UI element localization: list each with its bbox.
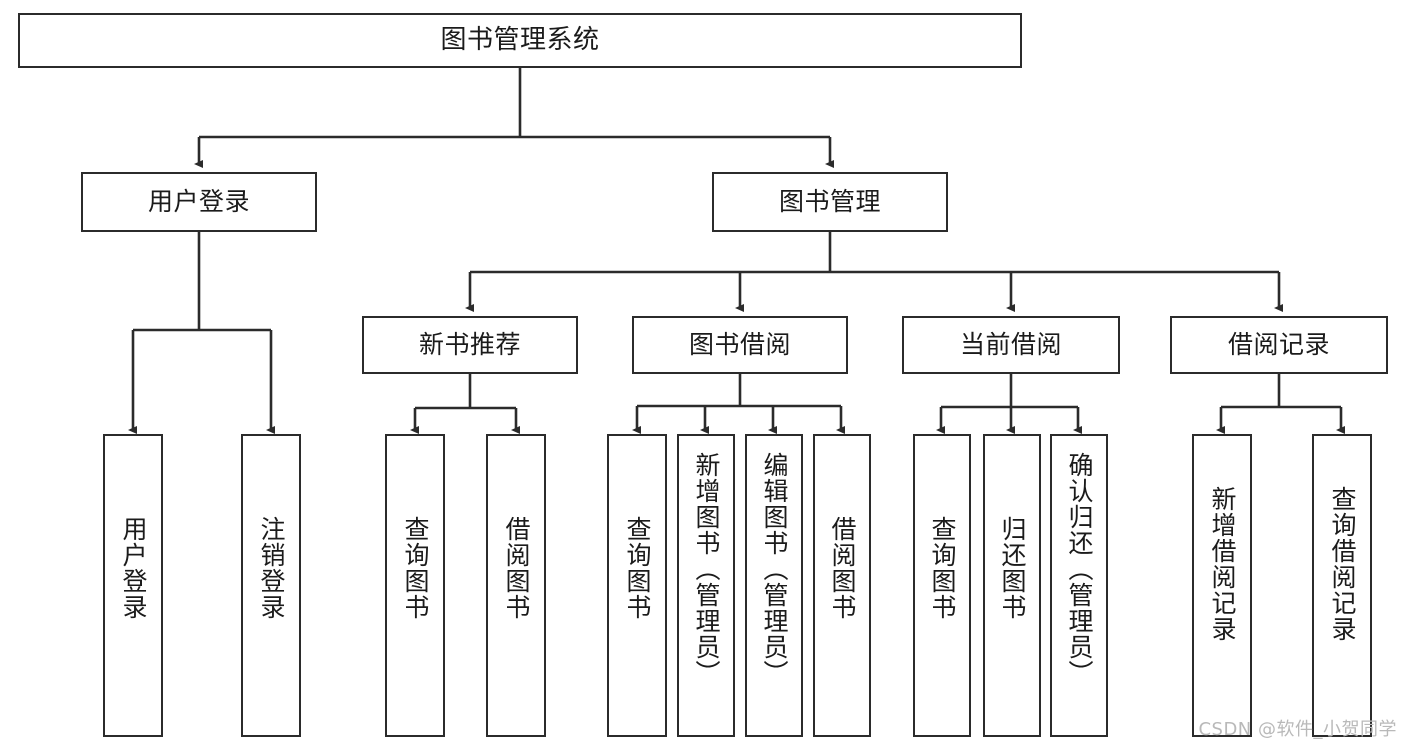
node-label: 新增借阅记录	[1208, 486, 1237, 642]
node-leaf-query-book[interactable]: 查询图书	[607, 434, 667, 737]
node-label: 图书管理系统	[440, 25, 600, 56]
node-label: 借阅记录	[1227, 330, 1330, 360]
node-book-borrow[interactable]: 图书借阅	[632, 316, 848, 374]
node-borrow-record[interactable]: 借阅记录	[1170, 316, 1388, 374]
node-label: 当前借阅	[959, 330, 1062, 360]
node-leaf-borrow-book-recommend[interactable]: 借阅图书	[486, 434, 546, 737]
node-leaf-query-book-recommend[interactable]: 查询图书	[385, 434, 445, 737]
node-leaf-add-book-admin[interactable]: 新增图书（管理员）	[677, 434, 735, 737]
node-current-borrow[interactable]: 当前借阅	[902, 316, 1120, 374]
node-leaf-edit-book-admin[interactable]: 编辑图书（管理员）	[745, 434, 803, 737]
node-label: 用户登录	[119, 516, 148, 620]
node-label: 新增图书（管理员）	[692, 452, 721, 686]
node-label: 确认归还（管理员）	[1065, 452, 1094, 686]
node-leaf-add-borrow-record[interactable]: 新增借阅记录	[1192, 434, 1252, 737]
node-leaf-query-borrow-record[interactable]: 查询借阅记录	[1312, 434, 1372, 737]
csdn-watermark: CSDN @软件_小贺同学	[1198, 719, 1397, 740]
node-leaf-user-login[interactable]: 用户登录	[103, 434, 163, 737]
node-label: 图书借阅	[688, 330, 791, 360]
node-leaf-borrow-book[interactable]: 借阅图书	[813, 434, 871, 737]
node-leaf-logout[interactable]: 注销登录	[241, 434, 301, 737]
node-leaf-query-book-current[interactable]: 查询图书	[913, 434, 971, 737]
node-new-book-recommend[interactable]: 新书推荐	[362, 316, 578, 374]
node-book-management[interactable]: 图书管理	[712, 172, 948, 232]
node-label: 图书管理	[778, 187, 881, 217]
node-label: 借阅图书	[828, 516, 857, 620]
node-leaf-return-book[interactable]: 归还图书	[983, 434, 1041, 737]
node-label: 编辑图书（管理员）	[760, 452, 789, 686]
node-label: 查询图书	[928, 516, 957, 620]
node-label: 新书推荐	[418, 330, 521, 360]
node-label: 查询图书	[401, 516, 430, 620]
node-label: 查询图书	[623, 516, 652, 620]
node-label: 借阅图书	[502, 516, 531, 620]
node-book-management-system[interactable]: 图书管理系统	[18, 13, 1022, 68]
node-user-login[interactable]: 用户登录	[81, 172, 317, 232]
node-leaf-confirm-return-admin[interactable]: 确认归还（管理员）	[1050, 434, 1108, 737]
node-label: 注销登录	[257, 516, 286, 620]
node-label: 归还图书	[998, 516, 1027, 620]
node-label: 用户登录	[147, 187, 250, 217]
node-label: 查询借阅记录	[1328, 486, 1357, 642]
